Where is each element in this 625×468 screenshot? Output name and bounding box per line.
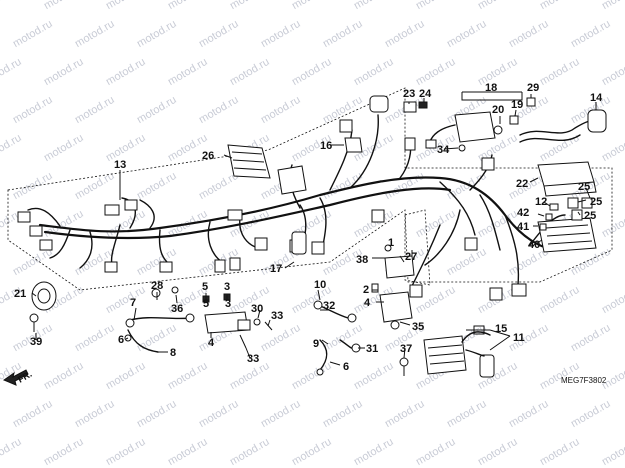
callout-40: 40 xyxy=(528,239,540,251)
fuse-box-40 xyxy=(537,217,597,253)
callout-38: 38 xyxy=(356,254,368,266)
callout-6a: 6 xyxy=(118,334,124,346)
module-26 xyxy=(227,144,271,179)
callout-18: 18 xyxy=(485,82,497,94)
callout-42: 42 xyxy=(517,207,529,219)
callout-25c: 25 xyxy=(584,210,596,222)
callout-5b: 5 xyxy=(203,298,209,310)
bolt-39 xyxy=(29,313,39,332)
callout-19: 19 xyxy=(511,99,523,111)
callout-21: 21 xyxy=(14,288,26,300)
callout-11: 11 xyxy=(513,332,525,344)
callout-35: 35 xyxy=(412,321,424,333)
callout-6b: 6 xyxy=(343,361,349,373)
harness-connectors xyxy=(17,119,527,301)
regulator-11-15 xyxy=(423,325,495,378)
bolt-37 xyxy=(399,357,409,376)
part-28 xyxy=(151,288,161,298)
callout-29: 29 xyxy=(527,82,539,94)
callout-34: 34 xyxy=(437,144,450,156)
horn-21 xyxy=(31,281,57,311)
callout-24: 24 xyxy=(419,88,432,100)
small-parts-12-42-41 xyxy=(539,203,559,231)
part-24 xyxy=(418,101,428,109)
callout-9: 9 xyxy=(313,338,319,350)
direction-label: FR. xyxy=(16,369,34,385)
callout-32: 32 xyxy=(323,300,335,312)
callout-1: 1 xyxy=(388,237,394,249)
callout-22: 22 xyxy=(516,178,528,190)
callout-25a: 25 xyxy=(578,181,590,193)
relay-block xyxy=(277,165,307,195)
diagram-code: MEG7F3802 xyxy=(561,376,607,385)
callout-13: 13 xyxy=(114,159,126,171)
callout-17: 17 xyxy=(270,263,282,275)
callout-33a: 33 xyxy=(271,310,283,322)
callout-8: 8 xyxy=(170,347,176,359)
callout-23: 23 xyxy=(403,88,415,100)
lead-7-6-8 xyxy=(124,313,195,353)
callout-3a: 3 xyxy=(224,281,230,293)
callout-41: 41 xyxy=(517,221,529,233)
callout-5a: 5 xyxy=(202,281,208,293)
callout-26: 26 xyxy=(202,150,214,162)
callout-numbers: 13 26 16 17 23 24 18 29 19 20 14 34 22 2… xyxy=(14,82,607,385)
callout-2: 2 xyxy=(363,284,369,296)
lower-group-outline xyxy=(404,209,431,286)
callout-33b: 33 xyxy=(247,353,259,365)
callout-27: 27 xyxy=(405,251,417,263)
upper-coil xyxy=(369,95,389,113)
callout-14: 14 xyxy=(590,92,603,104)
callout-16: 16 xyxy=(320,140,332,152)
part-14-cable xyxy=(519,109,607,143)
coil-group-1-2-27 xyxy=(371,244,415,330)
callout-3b: 3 xyxy=(225,298,231,310)
leader-lines xyxy=(31,94,597,366)
fuse-box-22 xyxy=(537,161,597,197)
lead-10-32-9 xyxy=(313,300,361,376)
bolt-30 xyxy=(253,318,261,326)
relays-25 xyxy=(567,197,593,221)
bolt-36 xyxy=(171,286,179,294)
front-direction-arrow: FR. xyxy=(2,369,34,386)
callout-10: 10 xyxy=(314,279,326,291)
callout-20: 20 xyxy=(492,104,504,116)
part-29 xyxy=(526,97,536,107)
callout-25b: 25 xyxy=(590,196,602,208)
part-18-assembly xyxy=(425,91,523,152)
callout-28: 28 xyxy=(151,280,163,292)
callout-30: 30 xyxy=(251,303,263,315)
main-harness-outline xyxy=(7,87,613,291)
sensor-4 xyxy=(204,311,251,334)
callout-15: 15 xyxy=(495,323,507,335)
callout-36: 36 xyxy=(171,303,183,315)
callout-12: 12 xyxy=(535,196,547,208)
callout-39: 39 xyxy=(30,336,42,348)
bolt-33b xyxy=(239,334,247,349)
callout-31: 31 xyxy=(366,343,378,355)
callout-37: 37 xyxy=(400,343,412,355)
part-17-cylinder xyxy=(291,231,307,255)
part-23 xyxy=(403,101,417,113)
callout-4b: 4 xyxy=(364,297,371,309)
callout-4a: 4 xyxy=(208,337,215,349)
part-16 xyxy=(344,137,363,153)
callout-7: 7 xyxy=(130,297,136,309)
